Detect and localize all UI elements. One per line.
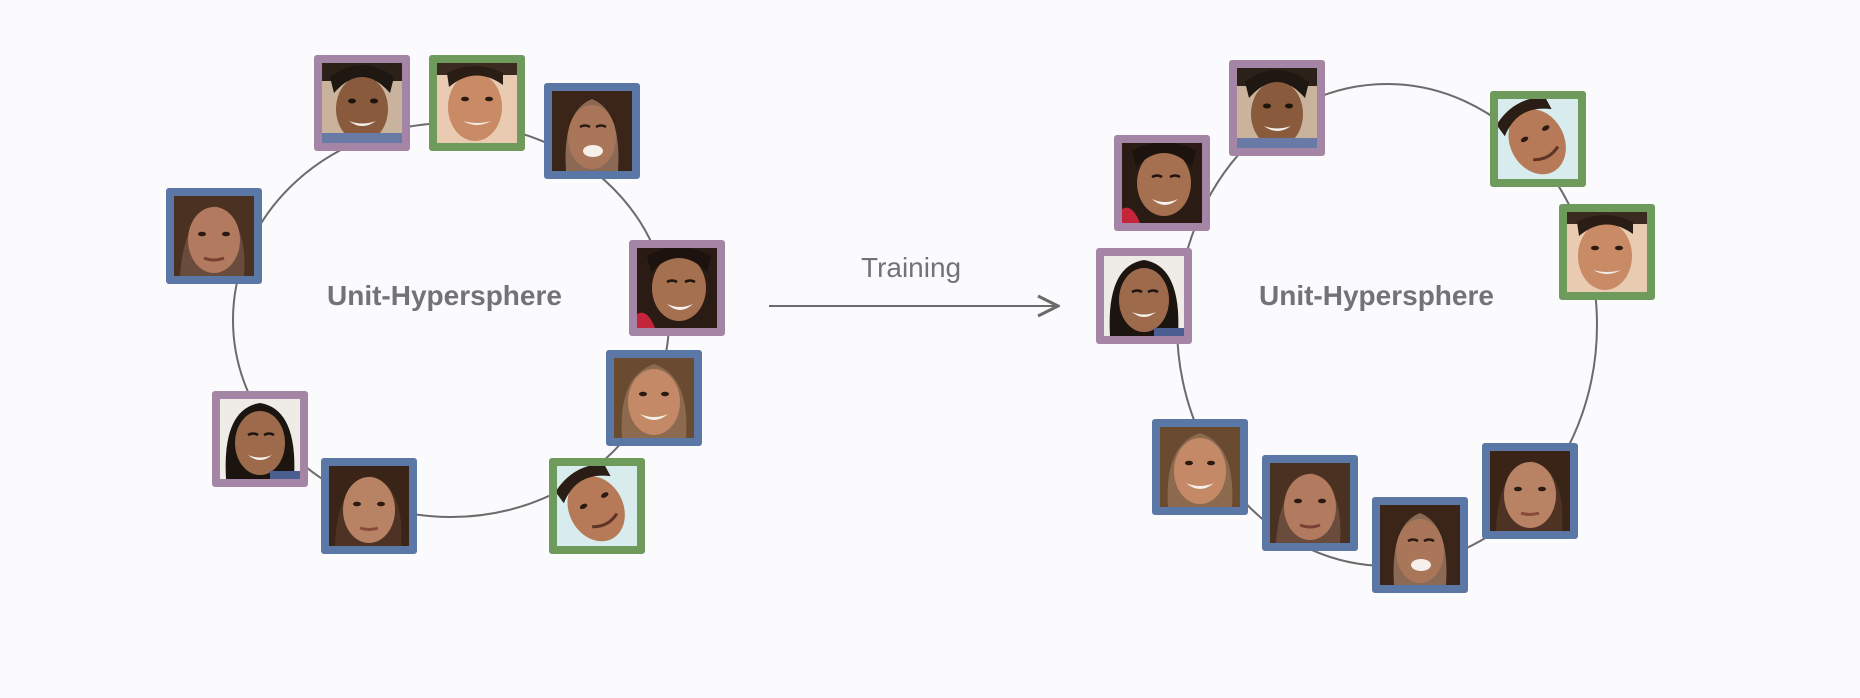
face-image <box>557 466 637 546</box>
face-image <box>220 399 300 479</box>
face-thumbnail-purple-woman-red-top <box>1114 135 1210 231</box>
face-thumbnail-blue-woman-wavy <box>1262 455 1358 551</box>
face-image <box>1498 99 1578 179</box>
face-image <box>1490 451 1570 531</box>
face-thumbnail-blue-woman-neutral <box>321 458 417 554</box>
face-thumbnail-purple-curly-hair <box>1229 60 1325 156</box>
face-image <box>322 63 402 143</box>
face-thumbnail-green-man-tilted <box>549 458 645 554</box>
right-hypersphere-label: Unit-Hypersphere <box>1259 280 1494 311</box>
face-image <box>552 91 632 171</box>
face-image <box>174 196 254 276</box>
face-image <box>637 248 717 328</box>
face-thumbnail-blue-woman-wavy <box>166 188 262 284</box>
face-image <box>329 466 409 546</box>
face-thumbnail-purple-woman-red-top <box>629 240 725 336</box>
face-thumbnail-blue-curly-smile <box>606 350 702 446</box>
face-image <box>437 63 517 143</box>
face-thumbnail-blue-woman-neutral <box>1482 443 1578 539</box>
face-image <box>1237 68 1317 148</box>
face-thumbnail-purple-smiling-woman <box>1096 248 1192 344</box>
face-image <box>1104 256 1184 336</box>
face-image <box>1122 143 1202 223</box>
face-thumbnail-green-man-tilted <box>1490 91 1586 187</box>
face-image <box>1270 463 1350 543</box>
face-thumbnail-purple-smiling-woman <box>212 391 308 487</box>
face-image <box>1567 212 1647 292</box>
face-thumbnail-blue-curly-smile <box>1152 419 1248 515</box>
left-hypersphere-label: Unit-Hypersphere <box>327 280 562 311</box>
face-thumbnail-green-man <box>429 55 525 151</box>
face-thumbnail-green-man <box>1559 204 1655 300</box>
face-image <box>1160 427 1240 507</box>
face-thumbnail-purple-curly-hair <box>314 55 410 151</box>
face-image <box>614 358 694 438</box>
training-label: Training <box>861 252 962 283</box>
face-thumbnail-blue-laughing-woman <box>1372 497 1468 593</box>
face-thumbnail-blue-laughing-woman <box>544 83 640 179</box>
face-image <box>1380 505 1460 585</box>
